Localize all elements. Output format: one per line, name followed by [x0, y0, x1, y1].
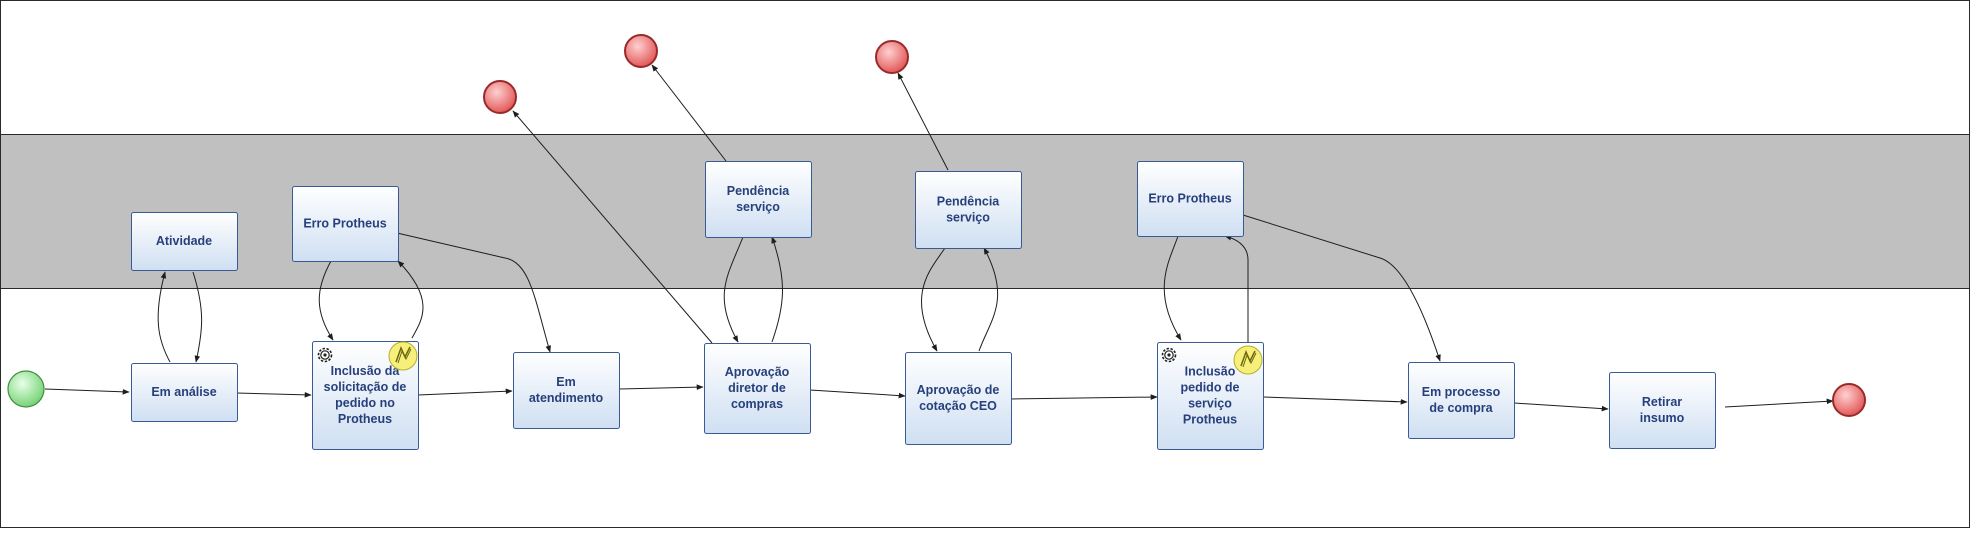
task-box[interactable] — [292, 186, 399, 262]
flow-atendimento-to-aprov-diretor[interactable] — [618, 384, 704, 390]
flow-erro2-to-processo[interactable] — [1242, 214, 1441, 362]
task-label: Atividade — [156, 234, 212, 248]
flow-inclusao2-to-erro2[interactable] — [1224, 234, 1249, 342]
task-label: Inclusão da — [331, 364, 401, 378]
flow-retirar-to-end-main[interactable] — [1724, 398, 1834, 408]
task-processo[interactable]: Em processo de compra — [1408, 362, 1515, 439]
task-label: insumo — [1640, 411, 1685, 425]
flow-atividade-to-analise[interactable] — [192, 271, 203, 363]
flow-erro2-to-inclusao2[interactable] — [1163, 235, 1182, 341]
task-label: Pendência — [937, 195, 1001, 209]
task-label: serviço — [946, 211, 990, 225]
task-label: pedido de — [1180, 381, 1239, 395]
flow-processo-to-retirar[interactable] — [1513, 402, 1609, 412]
flow-analise-to-inclusao1[interactable] — [235, 392, 312, 398]
task-label: Pendência — [727, 184, 791, 198]
task-label: Protheus — [1183, 413, 1237, 427]
task-label: Em processo — [1422, 385, 1501, 399]
task-label: Erro Protheus — [303, 217, 386, 231]
task-label: Inclusão — [1185, 365, 1236, 379]
task-label: compras — [731, 397, 783, 411]
task-inclusao1[interactable]: Inclusão da solicitação de pedido no Prothe… — [312, 341, 419, 450]
task-label: Aprovação — [725, 365, 790, 379]
end-event[interactable] — [875, 40, 909, 74]
flow-pend2-to-aprov-cotacao[interactable] — [921, 247, 946, 352]
task-retirar[interactable]: Retirar insumo — [1609, 372, 1716, 449]
task-aprov-cotacao[interactable]: Aprovação de cotação CEO — [905, 352, 1012, 445]
task-atividade[interactable]: Atividade — [131, 212, 238, 271]
task-label: solicitação de — [324, 380, 407, 394]
flow-aprov-diretor-to-end1[interactable] — [512, 110, 713, 344]
task-label: pedido no — [335, 396, 395, 410]
task-box[interactable] — [1137, 161, 1244, 237]
end-event[interactable] — [483, 80, 517, 114]
flow-pend1-to-end2[interactable] — [651, 64, 727, 162]
flow-erro1-to-atendimento[interactable] — [396, 232, 551, 353]
task-aprov-diretor[interactable]: Aprovação diretor de compras — [704, 343, 811, 434]
error-lightning-icon[interactable] — [388, 341, 418, 371]
task-erro2[interactable]: Erro Protheus — [1137, 161, 1244, 237]
flow-start-to-analise[interactable] — [44, 388, 130, 395]
task-label: Aprovação de — [917, 383, 1000, 397]
task-box[interactable] — [1609, 372, 1716, 449]
error-lightning-icon[interactable] — [1233, 345, 1263, 375]
flow-analise-to-atividade[interactable] — [157, 271, 171, 363]
task-analise[interactable]: Em análise — [131, 363, 238, 422]
flow-aprov-cotacao-to-inclusao2[interactable] — [1010, 394, 1158, 400]
gear-icon — [1161, 347, 1177, 363]
task-label: de compra — [1429, 401, 1493, 415]
flow-pend1-to-aprov-diretor[interactable] — [723, 236, 744, 343]
task-pend1[interactable]: Pendência serviço — [705, 161, 812, 238]
flow-erro1-to-inclusao1[interactable] — [318, 260, 334, 341]
task-box[interactable] — [905, 352, 1012, 445]
flow-aprov-diretor-to-pend1[interactable] — [771, 236, 783, 343]
flow-inclusao1-to-atendimento[interactable] — [417, 388, 513, 396]
flow-inclusao2-to-processo[interactable] — [1262, 396, 1408, 405]
task-label: cotação CEO — [919, 399, 997, 413]
task-erro1[interactable]: Erro Protheus — [292, 186, 399, 262]
task-box[interactable] — [705, 161, 812, 238]
task-label: atendimento — [529, 391, 604, 405]
task-label: Em — [556, 375, 575, 389]
events — [7, 34, 1866, 417]
task-label: Em análise — [151, 385, 216, 399]
gear-icon — [317, 347, 333, 363]
task-box[interactable] — [704, 343, 811, 434]
task-label: Erro Protheus — [1148, 192, 1231, 206]
task-label: Protheus — [338, 412, 392, 426]
sequence-flows — [44, 64, 1834, 412]
task-box[interactable] — [513, 352, 620, 429]
task-label: serviço — [1188, 397, 1232, 411]
task-box[interactable] — [1408, 362, 1515, 439]
end-event[interactable] — [624, 34, 658, 68]
flow-aprov-diretor-to-aprov-cotacao[interactable] — [809, 389, 906, 399]
task-atendimento[interactable]: Em atendimento — [513, 352, 620, 429]
task-box[interactable] — [131, 212, 238, 271]
flow-inclusao1-to-erro1[interactable] — [397, 260, 424, 339]
lane-top — [0, 0, 1970, 135]
task-box[interactable] — [131, 363, 238, 422]
task-markers — [317, 341, 1263, 375]
task-pend2[interactable]: Pendência serviço — [915, 171, 1022, 249]
task-label: serviço — [736, 200, 780, 214]
end-event[interactable] — [1832, 383, 1866, 417]
task-label: diretor de — [728, 381, 786, 395]
flow-pend2-to-end3[interactable] — [897, 72, 949, 171]
task-box[interactable] — [312, 341, 419, 450]
start-event[interactable] — [7, 370, 45, 408]
task-box[interactable] — [915, 171, 1022, 249]
task-label: Retirar — [1642, 395, 1682, 409]
flow-aprov-cotacao-to-pend2[interactable] — [978, 247, 999, 352]
